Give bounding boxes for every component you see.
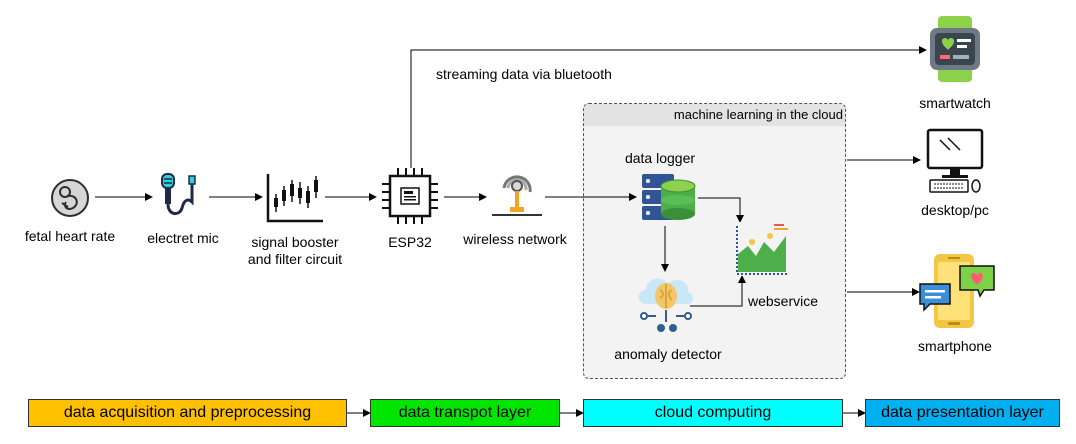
smartwatch-icon — [930, 16, 980, 82]
wireless-antenna-icon — [492, 175, 542, 216]
edge-anomaly-webservice — [690, 275, 746, 307]
desktop-computer-icon — [926, 128, 984, 193]
desktop-pc-label: desktop/pc — [921, 202, 989, 218]
smartphone-label: smartphone — [918, 338, 992, 354]
esp32-label: ESP32 — [388, 234, 432, 250]
layer-data-acquisition: data acquisition and preprocessing — [28, 399, 347, 427]
webservice-label: webservice — [748, 293, 819, 309]
anomaly-detector-label: anomaly detector — [614, 346, 722, 362]
microphone-icon — [161, 173, 196, 215]
fetal-heart-rate-label: fetal heart rate — [24, 228, 116, 244]
edge-logger-webservice — [698, 197, 744, 223]
smartwatch-label: smartwatch — [919, 95, 991, 111]
smartphone-chat-icon — [919, 254, 995, 328]
cloud-container: machine learning in the cloud — [583, 103, 846, 379]
signal-booster-label-line2: and filter circuit — [247, 251, 343, 267]
cloud-title: machine learning in the cloud — [673, 107, 843, 122]
layer-data-transport: data transpot layer — [370, 399, 560, 427]
dashboard-chart-icon — [734, 222, 790, 276]
edge-bluetooth — [410, 46, 927, 168]
cloud-header — [584, 104, 845, 126]
signal-chart-icon — [266, 174, 323, 223]
brain-cloud-icon — [638, 278, 694, 332]
wireless-network-label: wireless network — [463, 231, 567, 247]
electret-mic-label: electret mic — [147, 230, 219, 246]
bluetooth-edge-label: streaming data via bluetooth — [436, 66, 612, 82]
signal-booster-label-line1: signal booster — [251, 234, 339, 250]
layer-data-presentation: data presentation layer — [865, 399, 1060, 427]
chip-icon — [382, 168, 438, 224]
data-logger-label: data logger — [624, 150, 696, 166]
layer-cloud-computing: cloud computing — [583, 399, 843, 427]
fetus-icon — [51, 179, 89, 217]
database-server-icon — [642, 174, 696, 220]
